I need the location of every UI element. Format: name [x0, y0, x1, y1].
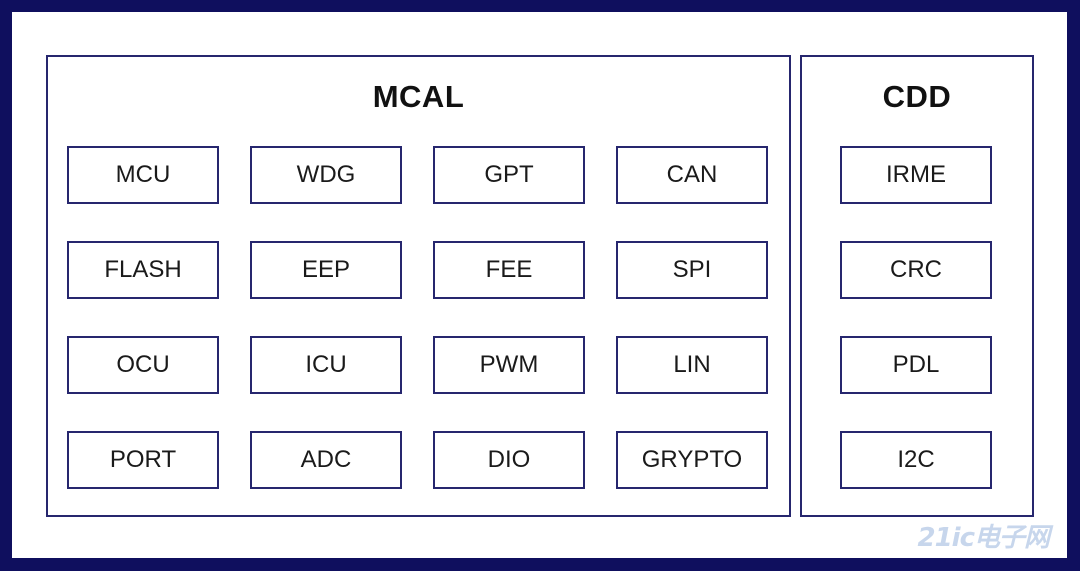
- module-pdl: PDL: [840, 336, 992, 394]
- mcal-title: MCAL: [372, 79, 465, 114]
- module-flash: FLASH: [67, 241, 219, 299]
- module-port: PORT: [67, 431, 219, 489]
- module-irme: IRME: [840, 146, 992, 204]
- module-lin: LIN: [616, 336, 768, 394]
- module-icu: ICU: [250, 336, 402, 394]
- module-i2c: I2C: [840, 431, 992, 489]
- module-mcu: MCU: [67, 146, 219, 204]
- module-wdg: WDG: [250, 146, 402, 204]
- module-dio: DIO: [433, 431, 585, 489]
- mcal-module-grid: MCU WDG GPT CAN FLASH EEP FEE SPI OCU IC…: [67, 146, 768, 489]
- cdd-panel: CDD IRME CRC PDL I2C: [800, 55, 1034, 517]
- module-crc: CRC: [840, 241, 992, 299]
- mcal-panel: MCAL MCU WDG GPT CAN FLASH EEP FEE SPI O…: [46, 55, 791, 517]
- module-ocu: OCU: [67, 336, 219, 394]
- module-grypto: GRYPTO: [616, 431, 768, 489]
- cdd-module-grid: IRME CRC PDL I2C: [840, 146, 992, 489]
- module-can: CAN: [616, 146, 768, 204]
- module-gpt: GPT: [433, 146, 585, 204]
- module-pwm: PWM: [433, 336, 585, 394]
- module-adc: ADC: [250, 431, 402, 489]
- diagram-canvas: MCAL MCU WDG GPT CAN FLASH EEP FEE SPI O…: [12, 12, 1067, 558]
- module-eep: EEP: [250, 241, 402, 299]
- cdd-title: CDD: [882, 79, 952, 114]
- module-spi: SPI: [616, 241, 768, 299]
- module-fee: FEE: [433, 241, 585, 299]
- watermark-logo: 21ic电子网: [917, 523, 1050, 553]
